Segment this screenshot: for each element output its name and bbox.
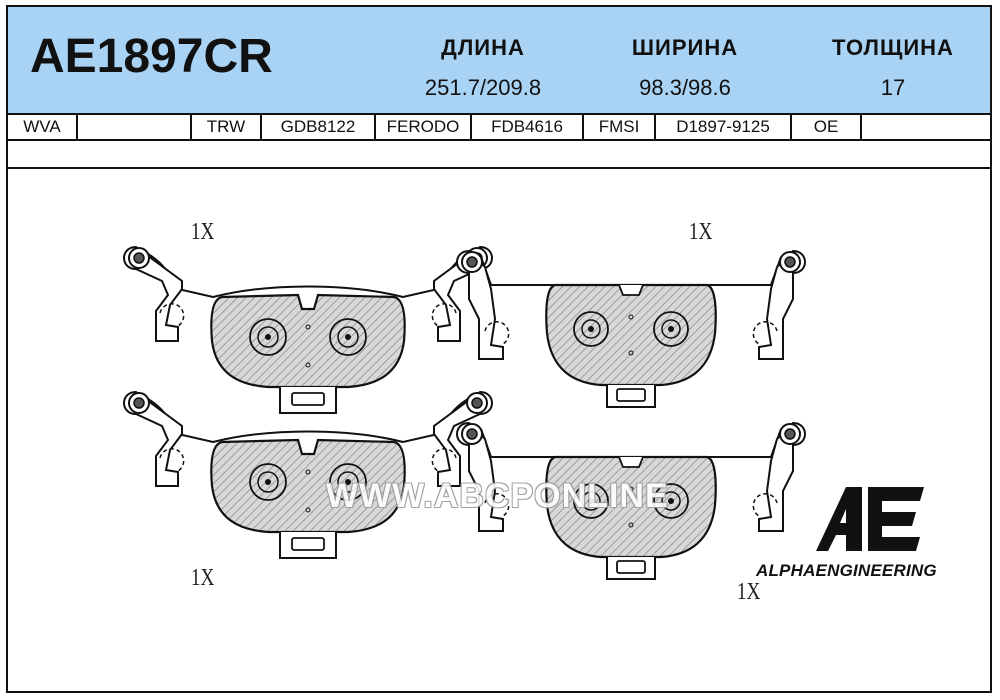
brand-name: ALPHAENGINEERING: [756, 561, 937, 580]
xref-cell-trw-number: GDB8122: [262, 115, 376, 139]
spec-thickness: ТОЛЩИНА 17: [808, 35, 978, 101]
qty-label-bottom-left: 1X: [190, 565, 215, 591]
cross-reference-row: WVA TRW GDB8122 FERODO FDB4616 FMSI D189…: [8, 115, 990, 141]
xref-cell-oe-number: [862, 115, 990, 139]
xref-cell-trw: TRW: [192, 115, 262, 139]
xref-cell-ferodo: FERODO: [376, 115, 472, 139]
watermark-text: WWW.ABCPONLINE: [326, 477, 669, 515]
sheet-frame: AE1897CR ДЛИНА 251.7/209.8 ШИРИНА 98.3/9…: [6, 5, 992, 693]
ae-logo-icon: [816, 487, 924, 551]
spec-thickness-value: 17: [880, 75, 906, 100]
spec-thickness-label: ТОЛЩИНА: [832, 35, 954, 60]
xref-cell-empty: [78, 115, 192, 139]
header-band: AE1897CR ДЛИНА 251.7/209.8 ШИРИНА 98.3/9…: [8, 7, 990, 115]
spec-width-value: 98.3/98.6: [639, 75, 731, 100]
drawing-area: 1X 1X 1X 1X WWW.ABCPONLINE: [8, 169, 990, 691]
spec-length-label: ДЛИНА: [441, 35, 525, 60]
qty-label-bottom-right: 1X: [736, 579, 761, 605]
xref-cell-ferodo-number: FDB4616: [472, 115, 584, 139]
xref-cell-oe: OE: [792, 115, 862, 139]
xref-cell-fmsi-number: D1897-9125: [656, 115, 792, 139]
spec-length-value: 251.7/209.8: [424, 75, 542, 100]
blank-row: [8, 141, 990, 169]
spec-length: ДЛИНА 251.7/209.8: [398, 35, 568, 101]
spec-width-label: ШИРИНА: [631, 35, 739, 60]
qty-label-top-right: 1X: [688, 219, 713, 245]
pad-drawing-bottom-left: [124, 392, 492, 558]
pad-drawing-top-left: [124, 247, 492, 413]
xref-cell-wva: WVA: [8, 115, 78, 139]
part-number: AE1897CR: [30, 30, 273, 83]
xref-cell-fmsi: FMSI: [584, 115, 656, 139]
spec-width: ШИРИНА 98.3/98.6: [600, 35, 770, 101]
qty-label-top-left: 1X: [190, 219, 215, 245]
pad-drawing-top-right: [455, 249, 807, 409]
brake-pad-drawing: [8, 169, 807, 581]
